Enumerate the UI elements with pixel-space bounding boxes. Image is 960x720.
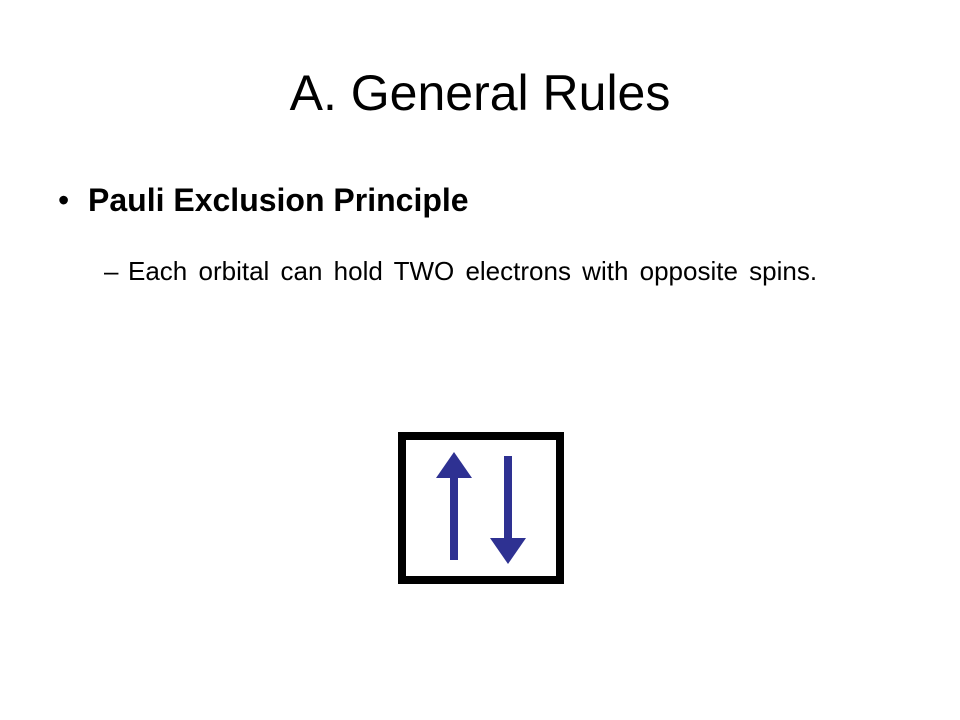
down-arrow-icon [490,456,526,564]
orbital-diagram [398,432,564,584]
bullet-marker: • [58,182,70,218]
up-arrow-icon [436,452,472,560]
sub-bullet-marker: – [104,256,119,286]
bullet-item: • Pauli Exclusion Principle [58,178,469,222]
sub-bullet-text: Each orbital can hold TWO electrons with… [128,256,818,286]
orbital-box [398,432,564,584]
bullet-heading: Pauli Exclusion Principle [88,182,469,218]
slide-title: A. General Rules [289,65,671,121]
sub-bullet-item: – Each orbital can hold TWO electrons wi… [104,244,864,298]
